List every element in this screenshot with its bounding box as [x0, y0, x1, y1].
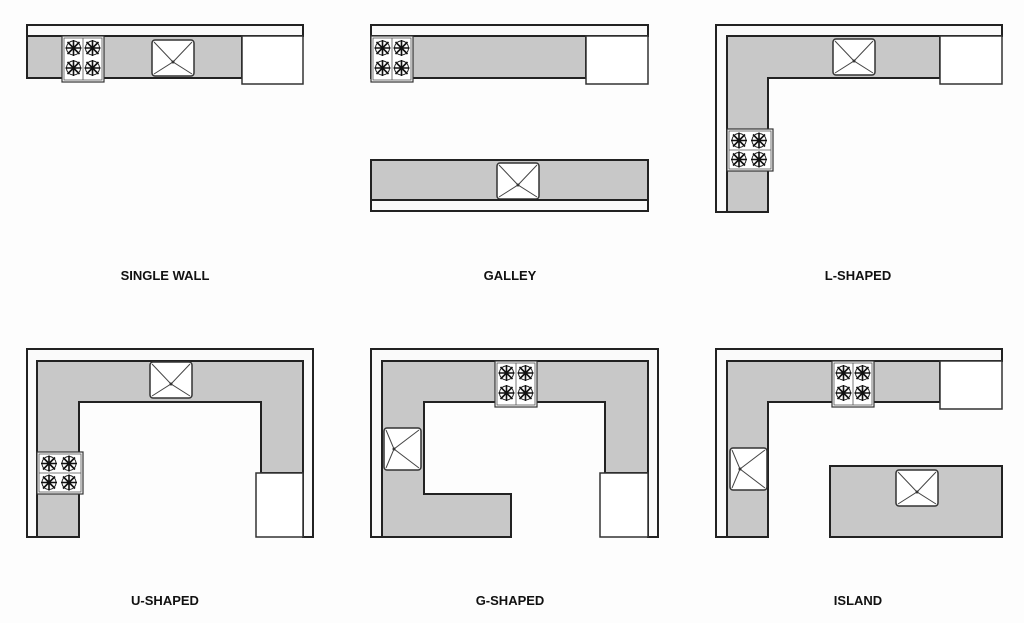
refrigerator-icon: [241, 35, 304, 85]
layout-label-island: ISLAND: [833, 593, 883, 608]
layout-u-shaped: [26, 348, 314, 538]
sink-icon: [151, 39, 195, 77]
layout-label-galley: GALLEY: [483, 268, 537, 283]
refrigerator-icon: [939, 360, 1003, 410]
stove-icon: [495, 361, 537, 407]
refrigerator-icon: [255, 472, 304, 538]
refrigerator-icon: [599, 472, 649, 538]
counter: [26, 35, 243, 79]
stove-icon: [727, 129, 773, 171]
layout-l-shaped: [715, 24, 1003, 213]
wall: [26, 24, 304, 37]
sink-icon: [383, 427, 422, 471]
layout-label-u-shaped: U-SHAPED: [131, 593, 199, 608]
layout-galley: [370, 24, 649, 212]
refrigerator-icon: [939, 35, 1003, 85]
layout-g-shaped: [370, 348, 659, 538]
sink-icon: [895, 469, 939, 507]
layout-single-wall: [26, 24, 304, 85]
refrigerator-icon: [585, 35, 649, 85]
stove-icon: [37, 452, 83, 494]
stove-icon: [832, 361, 874, 407]
sink-icon: [149, 361, 193, 399]
layout-label-single-wall: SINGLE WALL: [120, 268, 210, 283]
sink-icon: [496, 162, 540, 200]
layout-island: [715, 348, 1003, 538]
wall: [370, 24, 649, 37]
layout-label-l-shaped: L-SHAPED: [824, 268, 892, 283]
sink-icon: [729, 447, 768, 491]
stove-icon: [371, 36, 413, 82]
stove-icon: [62, 36, 104, 82]
layout-label-g-shaped: G-SHAPED: [475, 593, 545, 608]
wall: [370, 199, 649, 212]
sink-icon: [832, 38, 876, 76]
